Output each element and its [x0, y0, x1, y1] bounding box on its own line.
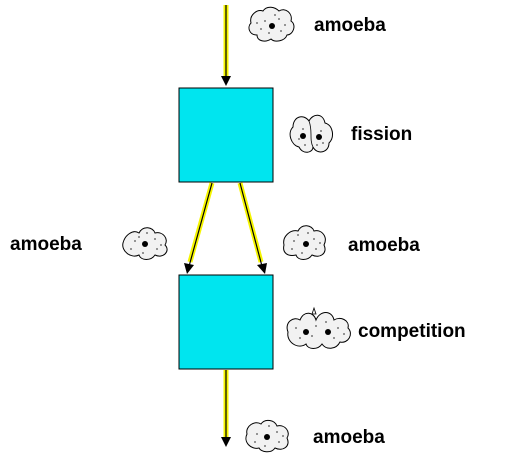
label-amoeba-right: amoeba [348, 235, 420, 256]
amoeba-icon-left [122, 227, 168, 260]
label-fission: fission [351, 124, 413, 145]
amoeba-icon-right [283, 225, 326, 260]
competition-box [178, 274, 274, 370]
arrow-left-daughter [184, 182, 215, 274]
label-amoeba-left: amoeba [10, 234, 82, 255]
label-amoeba-bottom: amoeba [313, 427, 385, 448]
arrow-top [221, 5, 231, 86]
label-amoeba-top: amoeba [314, 15, 386, 36]
arrow-bottom [221, 370, 231, 447]
amoeba-competition-icon [286, 306, 351, 349]
fission-box [178, 87, 274, 183]
amoeba-dividing-icon [289, 114, 333, 153]
amoeba-icon-bottom [245, 419, 289, 453]
arrow-right-daughter [237, 182, 267, 274]
label-competition: competition [358, 321, 466, 342]
amoeba-icon-top [248, 6, 295, 42]
